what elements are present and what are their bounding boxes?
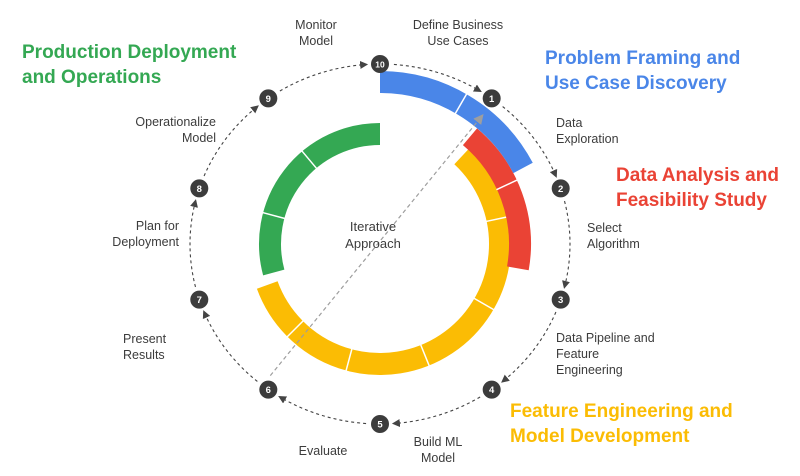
step-badge-5: 5 bbox=[371, 415, 389, 433]
connector-9-to-10 bbox=[279, 60, 369, 92]
step-label-9: Operationalize Model bbox=[135, 115, 216, 145]
step-badge-1: 1 bbox=[482, 89, 501, 108]
connector-5-to-6 bbox=[278, 395, 367, 425]
step-badge-number: 5 bbox=[377, 420, 383, 431]
step-badge-circle bbox=[259, 89, 278, 108]
step-badge-circle bbox=[551, 179, 570, 198]
step-badge-9: 9 bbox=[259, 89, 278, 108]
phase-title-problem: Problem Framing and Use Case Discovery bbox=[545, 48, 741, 94]
step-badge-number: 7 bbox=[197, 295, 202, 306]
arc-production bbox=[259, 123, 381, 276]
step-badge-number: 2 bbox=[558, 184, 563, 195]
arc-divider-yellow-3 bbox=[345, 348, 353, 372]
arc-divider-red-0 bbox=[496, 179, 518, 191]
step-label-7: Present Results bbox=[123, 332, 167, 362]
step-label-3: Select Algorithm bbox=[587, 221, 640, 251]
step-badge-number: 8 bbox=[197, 184, 202, 195]
step-badge-circle bbox=[482, 380, 501, 399]
connector-2-to-3 bbox=[562, 200, 571, 289]
step-badges: 1 2 3 4 5 6 7 8 9 10 bbox=[190, 55, 570, 433]
phase-arcs bbox=[256, 71, 533, 375]
phase-title-production: Production Deployment and Operations bbox=[22, 42, 237, 88]
arc-divider-green-0 bbox=[262, 211, 286, 220]
connector-4-to-5 bbox=[391, 396, 481, 428]
step-badge-8: 8 bbox=[190, 179, 209, 198]
step-badge-7: 7 bbox=[190, 290, 209, 309]
step-badge-6: 6 bbox=[259, 380, 278, 399]
step-badge-circle bbox=[259, 380, 278, 399]
step-badge-number: 3 bbox=[558, 295, 563, 306]
step-label-2: Data Exploration bbox=[556, 116, 619, 146]
arc-divider-blue-0 bbox=[454, 93, 468, 115]
arc-data-analysis bbox=[462, 128, 531, 271]
step-badge-circle bbox=[371, 415, 389, 433]
connector-3-to-4 bbox=[501, 311, 557, 383]
step-badge-circle bbox=[551, 290, 570, 309]
step-badge-number: 10 bbox=[375, 60, 385, 70]
phase-title-feature: Feature Engineering and Model Developmen… bbox=[510, 401, 733, 447]
arc-problem-framing bbox=[379, 71, 533, 174]
step-label-5: Build ML Model bbox=[413, 435, 463, 465]
arc-divider-yellow-0 bbox=[485, 215, 509, 223]
step-label-8: Plan for Deployment bbox=[112, 219, 179, 249]
step-badge-number: 1 bbox=[489, 94, 495, 105]
connector-6-to-7 bbox=[202, 310, 258, 382]
step-badge-4: 4 bbox=[482, 380, 501, 399]
step-badge-number: 6 bbox=[266, 385, 271, 396]
step-label-6: Evaluate bbox=[298, 444, 348, 458]
arc-divider-yellow-4 bbox=[286, 320, 304, 338]
center-label: Iterative Approach bbox=[345, 219, 401, 251]
connector-8-to-9 bbox=[203, 105, 259, 177]
arc-divider-yellow-2 bbox=[419, 344, 430, 367]
arc-divider-green-1 bbox=[301, 150, 318, 170]
step-badge-3: 3 bbox=[551, 290, 570, 309]
step-label-10: Monitor Model bbox=[295, 18, 337, 48]
step-badge-number: 4 bbox=[489, 385, 495, 396]
step-connectors bbox=[189, 60, 571, 428]
connector-1-to-2 bbox=[502, 106, 558, 178]
step-badge-circle bbox=[190, 290, 209, 309]
step-badge-circle bbox=[371, 55, 389, 73]
arc-feature-engineering bbox=[256, 148, 511, 375]
step-badge-circle bbox=[190, 179, 209, 198]
step-label-4: Data Pipeline and Feature Engineering bbox=[556, 331, 655, 377]
phase-title-data: Data Analysis and Feasibility Study bbox=[616, 165, 779, 211]
step-label-1: Define Business Use Cases bbox=[412, 18, 504, 48]
step-badge-10: 10 bbox=[371, 55, 389, 73]
step-badge-circle bbox=[482, 89, 501, 108]
step-badge-number: 9 bbox=[266, 94, 271, 105]
arc-divider-yellow-1 bbox=[473, 297, 495, 311]
connector-7-to-8 bbox=[189, 199, 198, 288]
step-badge-2: 2 bbox=[551, 179, 570, 198]
